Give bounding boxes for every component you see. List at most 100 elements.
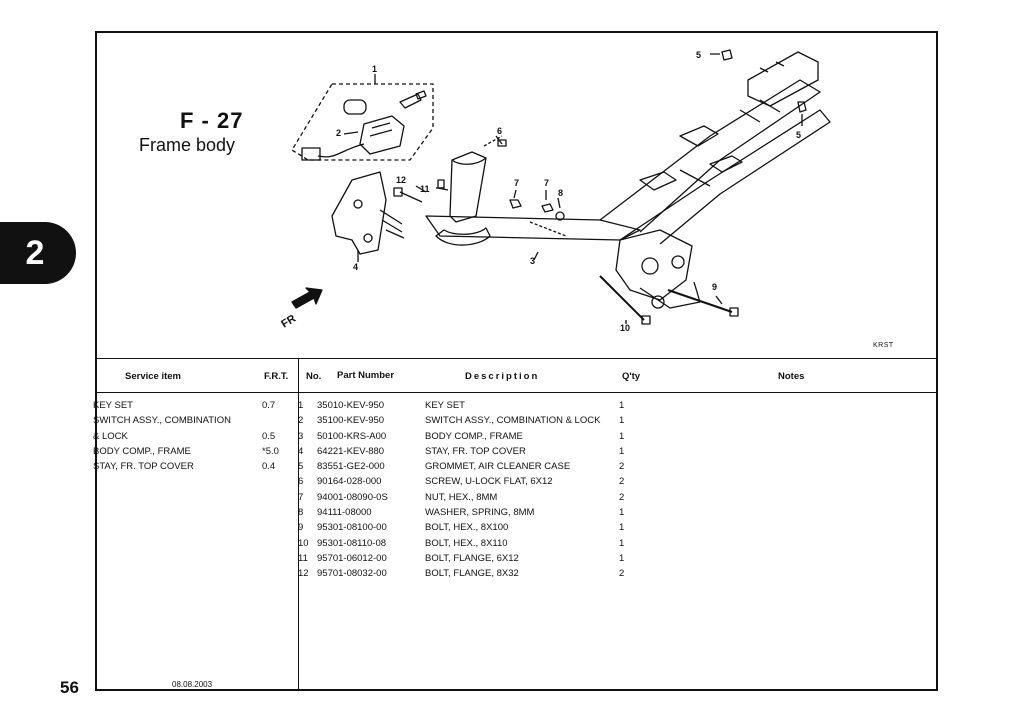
part-number: 50100-KRS-A00 <box>317 430 387 442</box>
figure-name: Frame body <box>139 135 236 155</box>
bolt-12 <box>399 191 423 203</box>
washer-8 <box>555 211 565 221</box>
part-description: BOLT, HEX., 8X100 <box>425 522 509 534</box>
part-description: BOLT, FLANGE, 6X12 <box>425 552 519 564</box>
frt-value: 0.4 <box>262 461 276 473</box>
nut-7a <box>509 199 522 209</box>
page-frame <box>95 31 938 691</box>
key-cylinder <box>343 99 367 115</box>
service-item: SWITCH ASSY., COMBINATION <box>93 415 231 427</box>
callout-5a: 5 <box>696 50 701 60</box>
service-item-column: KEY SET SWITCH ASSY., COMBINATION & LOCK… <box>93 398 231 474</box>
header-notes: Notes <box>778 371 805 382</box>
frt-value: *5.0 <box>262 445 279 457</box>
service-item: STAY, FR. TOP COVER <box>93 461 194 473</box>
part-no: 5 <box>298 461 304 473</box>
part-number: 90164-028-000 <box>317 476 382 488</box>
part-number: 95301-08100-00 <box>317 522 387 534</box>
frt-value: 0.7 <box>262 400 276 411</box>
header-qty: Q'ty <box>622 371 641 382</box>
part-number: 35010-KEV-950 <box>317 400 385 411</box>
table-header-rule <box>97 392 936 393</box>
callout-9: 9 <box>712 282 717 292</box>
callout-5b: 5 <box>796 130 801 140</box>
main-frame-right <box>619 109 831 245</box>
no-column: 1 2 3 4 5 6 7 8 9 10 11 12 <box>298 398 309 582</box>
callout-12: 12 <box>396 175 406 185</box>
callout-10: 10 <box>620 323 630 333</box>
table-divider <box>298 358 299 690</box>
part-description: BOLT, FLANGE, 8X32 <box>425 568 519 580</box>
screw-6 <box>497 139 507 147</box>
part-no: 4 <box>298 445 304 457</box>
key-blade <box>399 93 422 109</box>
service-item: & LOCK <box>93 430 128 442</box>
part-qty: 1 <box>619 552 625 564</box>
header-part-number: Part Number <box>337 370 395 381</box>
frt-column: 0.7 0.5 *5.0 0.4 <box>262 398 279 474</box>
publish-date: 08.08.2003 <box>172 680 213 689</box>
part-qty: 2 <box>619 568 625 580</box>
part-no: 8 <box>298 507 304 519</box>
callout-6: 6 <box>497 126 502 136</box>
part-number: 35100-KEV-950 <box>317 415 385 427</box>
part-description: BOLT, HEX., 8X110 <box>425 537 508 549</box>
part-no: 3 <box>298 430 304 442</box>
header-service-item: Service item <box>125 371 181 382</box>
part-no: 11 <box>298 552 308 564</box>
switch-assy <box>359 115 405 155</box>
main-frame-left <box>599 79 821 233</box>
down-tube <box>425 215 641 241</box>
stay-bracket <box>331 171 387 255</box>
part-number: 94111-08000 <box>317 507 372 519</box>
part-no: 2 <box>298 415 304 427</box>
part-qty: 2 <box>619 491 625 503</box>
part-qty: 2 <box>619 461 625 473</box>
switch-connector <box>301 147 321 161</box>
part-no: 9 <box>298 522 304 534</box>
qty-column: 1 1 1 1 2 2 2 1 1 1 1 2 <box>619 398 624 582</box>
table-top-rule <box>97 358 936 359</box>
figure-code: KRST <box>873 342 894 349</box>
pivot-plate <box>615 229 693 301</box>
callout-4: 4 <box>353 262 358 272</box>
part-qty: 1 <box>619 522 625 534</box>
part-description: WASHER, SPRING, 8MM <box>425 507 535 519</box>
part-number: 94001-08090-0S <box>317 491 388 503</box>
grommet-5b <box>797 101 807 113</box>
frt-value: 0.5 <box>262 430 276 442</box>
service-item: BODY COMP., FRAME <box>93 445 191 457</box>
description-column: KEY SET SWITCH ASSY., COMBINATION & LOCK… <box>425 398 600 582</box>
part-description: SWITCH ASSY., COMBINATION & LOCK <box>425 415 601 427</box>
switch-wire <box>317 143 365 158</box>
callout-3: 3 <box>530 256 535 266</box>
part-no: 1 <box>298 400 304 411</box>
part-no: 6 <box>298 476 304 488</box>
part-number: 95301-08110-08 <box>317 537 387 549</box>
grommet-5a <box>721 49 733 61</box>
part-qty: 1 <box>619 430 625 442</box>
part-qty: 1 <box>619 507 625 519</box>
bolt-9 <box>667 289 733 313</box>
part-qty: 1 <box>619 415 625 427</box>
page-number: 56 <box>60 678 79 697</box>
part-qty: 1 <box>619 537 625 549</box>
header-description: Description <box>465 371 540 382</box>
key-set-box <box>291 83 434 161</box>
part-description: KEY SET <box>425 400 465 411</box>
service-item: KEY SET <box>93 400 133 411</box>
figure-id: F - 27 <box>180 108 244 133</box>
part-number: 95701-08032-00 <box>317 568 387 580</box>
part-description: NUT, HEX., 8MM <box>425 491 498 503</box>
front-direction-arrow <box>291 287 323 309</box>
chapter-tab: 2 <box>0 222 76 284</box>
callout-2: 2 <box>336 128 341 138</box>
direction-label: FR <box>279 313 298 331</box>
part-qty: 1 <box>619 445 625 457</box>
part-qty: 1 <box>619 400 625 411</box>
callout-7b: 7 <box>544 178 549 188</box>
part-description: BODY COMP., FRAME <box>425 430 523 442</box>
header-no: No. <box>306 371 322 382</box>
frame-body-diagram: 1 2 3 4 5 5 6 7 7 8 9 10 11 12 FR <box>279 49 831 333</box>
part-description: GROMMET, AIR CLEANER CASE <box>425 461 571 473</box>
